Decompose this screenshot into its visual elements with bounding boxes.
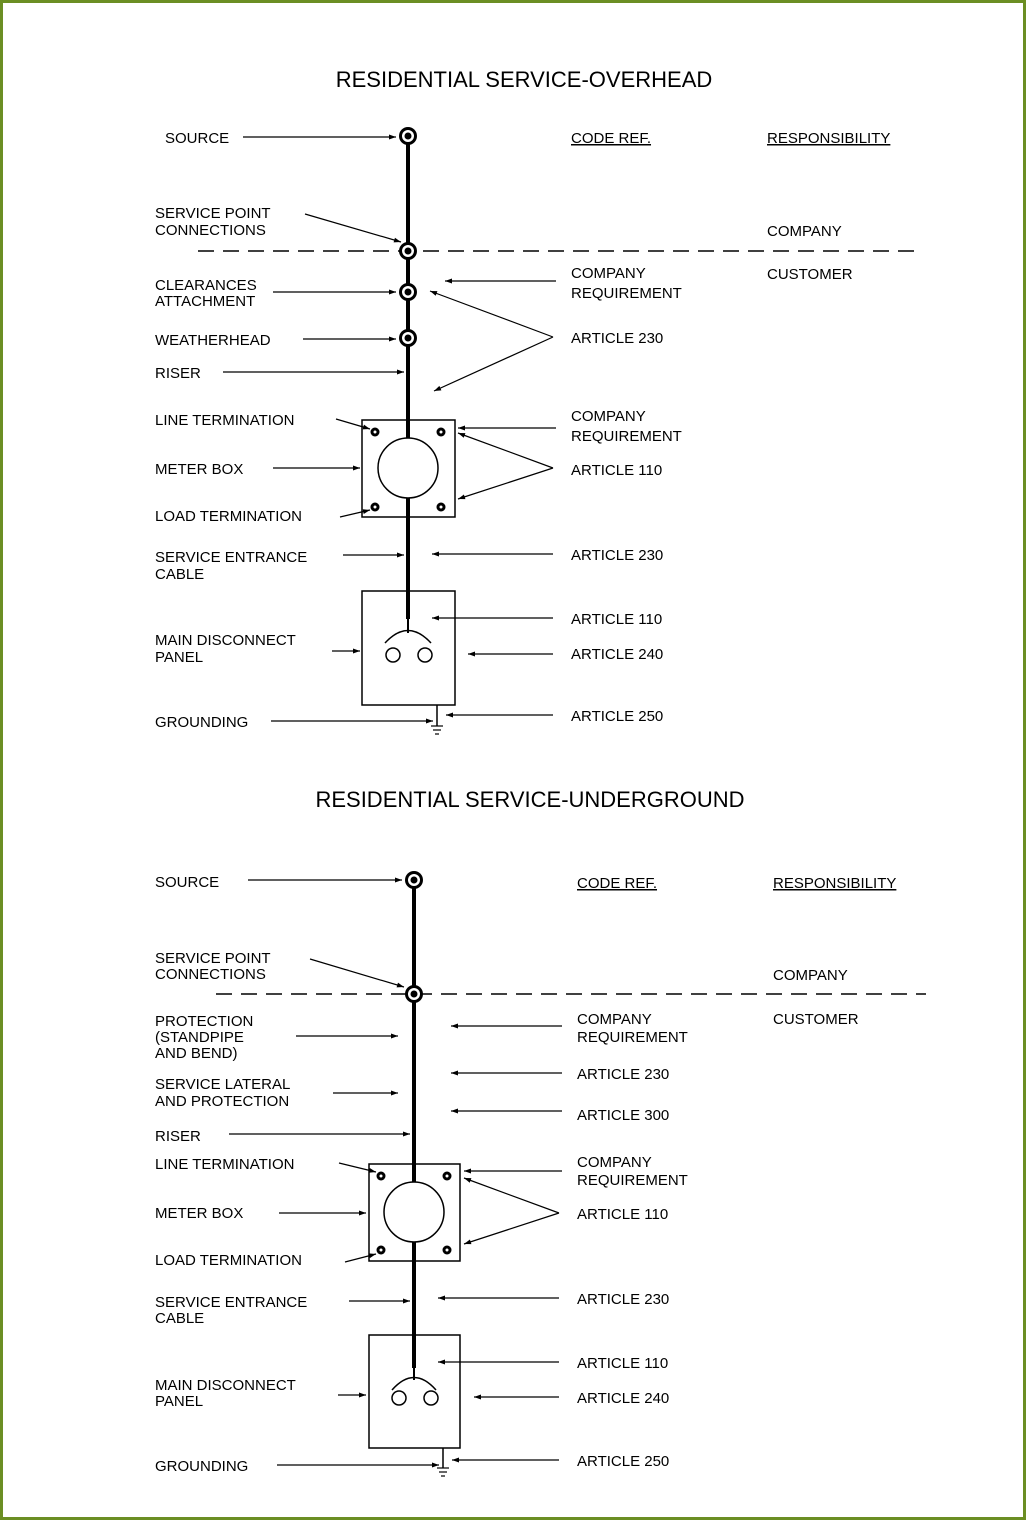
overhead-ground-symbol-icon xyxy=(431,725,443,735)
underground-main-disconnect-panel xyxy=(368,1334,461,1449)
underground-label-protection: PROTECTION xyxy=(155,1013,253,1030)
underground-label-grounding: GROUNDING xyxy=(155,1458,248,1475)
overhead-label-clearances: CLEARANCES xyxy=(155,277,257,294)
overhead-meter-terminals xyxy=(370,427,446,512)
overhead-title: RESIDENTIAL SERVICE-OVERHEAD xyxy=(336,67,713,92)
underground-left-leader-arrows xyxy=(229,877,439,1468)
underground-code-article-110: ARTICLE 110 xyxy=(577,1206,668,1223)
underground-code-requirement: REQUIREMENT xyxy=(577,1029,688,1046)
underground-label-service-point: SERVICE POINT xyxy=(155,950,271,967)
underground-service-point-connector-icon xyxy=(405,985,423,1003)
underground-label-riser: RISER xyxy=(155,1128,201,1145)
underground-title: RESIDENTIAL SERVICE-UNDERGROUND xyxy=(315,787,744,812)
overhead-label-connections: CONNECTIONS xyxy=(155,222,266,239)
overhead-weatherhead-connector-icon xyxy=(399,329,417,347)
underground-diagram: RESIDENTIAL SERVICE-UNDERGROUND CODE REF… xyxy=(155,787,926,1477)
underground-meter-box xyxy=(368,1163,461,1262)
overhead-left-leader-arrows xyxy=(223,134,433,724)
overhead-label-grounding: GROUNDING xyxy=(155,714,248,731)
underground-code-article-300: ARTICLE 300 xyxy=(577,1107,669,1124)
overhead-label-main-disconnect: MAIN DISCONNECT xyxy=(155,632,296,649)
underground-code-article-110-b: ARTICLE 110 xyxy=(577,1355,668,1372)
overhead-resp-customer: CUSTOMER xyxy=(767,266,853,283)
overhead-label-attachment: ATTACHMENT xyxy=(155,293,255,310)
overhead-label-panel: PANEL xyxy=(155,649,203,666)
overhead-label-source: SOURCE xyxy=(165,130,229,147)
overhead-label-meter-box: METER BOX xyxy=(155,461,243,478)
overhead-responsibility-header: RESPONSIBILITY xyxy=(767,130,890,147)
underground-code-ref-header: CODE REF. xyxy=(577,875,657,892)
overhead-label-service-entrance: SERVICE ENTRANCE xyxy=(155,549,307,566)
overhead-code-article-230-b: ARTICLE 230 xyxy=(571,547,663,564)
overhead-label-riser: RISER xyxy=(155,365,201,382)
overhead-resp-company: COMPANY xyxy=(767,223,842,240)
overhead-meter-icon xyxy=(377,437,439,499)
overhead-attachment-connector-icon xyxy=(399,283,417,301)
overhead-label-line-termination: LINE TERMINATION xyxy=(155,412,294,429)
overhead-code-company: COMPANY xyxy=(571,265,646,282)
underground-label-panel: PANEL xyxy=(155,1393,203,1410)
overhead-main-disconnect-panel xyxy=(361,590,456,706)
underground-source-connector-icon xyxy=(405,871,423,889)
overhead-code-article-240: ARTICLE 240 xyxy=(571,646,663,663)
overhead-code-requirement-2: REQUIREMENT xyxy=(571,428,682,445)
underground-label-service-entrance: SERVICE ENTRANCE xyxy=(155,1294,307,1311)
overhead-label-weatherhead: WEATHERHEAD xyxy=(155,332,271,349)
overhead-diagram: RESIDENTIAL SERVICE-OVERHEAD CODE REF. R… xyxy=(155,67,920,735)
underground-meter-icon xyxy=(383,1181,445,1243)
overhead-service-point-connector-icon xyxy=(399,242,417,260)
underground-label-main-disconnect: MAIN DISCONNECT xyxy=(155,1377,296,1394)
underground-responsibility-header: RESPONSIBILITY xyxy=(773,875,896,892)
underground-label-service-lateral: SERVICE LATERAL xyxy=(155,1076,290,1093)
underground-resp-company: COMPANY xyxy=(773,967,848,984)
overhead-code-article-110-b: ARTICLE 110 xyxy=(571,611,662,628)
underground-label-source: SOURCE xyxy=(155,874,219,891)
underground-ground-symbol-icon xyxy=(437,1467,449,1477)
overhead-code-requirement: REQUIREMENT xyxy=(571,285,682,302)
underground-breaker-arc-icon xyxy=(391,1376,437,1391)
overhead-meter-box xyxy=(361,419,456,518)
underground-label-connections: CONNECTIONS xyxy=(155,966,266,983)
underground-code-article-230: ARTICLE 230 xyxy=(577,1066,669,1083)
underground-label-and-bend: AND BEND) xyxy=(155,1045,238,1062)
underground-label-load-termination: LOAD TERMINATION xyxy=(155,1252,302,1269)
overhead-label-load-termination: LOAD TERMINATION xyxy=(155,508,302,525)
underground-resp-customer: CUSTOMER xyxy=(773,1011,859,1028)
underground-label-standpipe: (STANDPIPE xyxy=(155,1029,244,1046)
overhead-code-ref-header: CODE REF. xyxy=(571,130,651,147)
overhead-breaker-arc-icon xyxy=(384,629,432,644)
underground-code-company-2: COMPANY xyxy=(577,1154,652,1171)
underground-code-company: COMPANY xyxy=(577,1011,652,1028)
overhead-code-company-2: COMPANY xyxy=(571,408,646,425)
overhead-code-article-230: ARTICLE 230 xyxy=(571,330,663,347)
underground-right-leader-arrows xyxy=(438,1023,562,1463)
underground-label-and-protection: AND PROTECTION xyxy=(155,1093,289,1110)
underground-code-article-240: ARTICLE 240 xyxy=(577,1390,669,1407)
underground-label-meter-box: METER BOX xyxy=(155,1205,243,1222)
overhead-label-service-point: SERVICE POINT xyxy=(155,205,271,222)
underground-label-line-termination: LINE TERMINATION xyxy=(155,1156,294,1173)
underground-label-cable: CABLE xyxy=(155,1310,204,1327)
overhead-right-leader-arrows xyxy=(429,278,556,718)
underground-code-article-230-b: ARTICLE 230 xyxy=(577,1291,669,1308)
underground-code-article-250: ARTICLE 250 xyxy=(577,1453,669,1470)
overhead-source-connector-icon xyxy=(399,127,417,145)
overhead-label-cable: CABLE xyxy=(155,566,204,583)
underground-meter-terminals xyxy=(376,1171,452,1255)
overhead-code-article-250: ARTICLE 250 xyxy=(571,708,663,725)
underground-code-requirement-2: REQUIREMENT xyxy=(577,1172,688,1189)
overhead-code-article-110: ARTICLE 110 xyxy=(571,462,662,479)
